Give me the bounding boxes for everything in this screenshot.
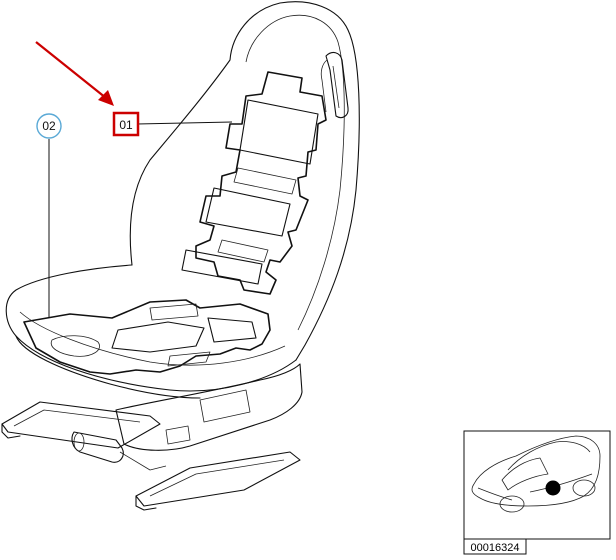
callout-02-label: 02 xyxy=(42,119,56,133)
heating-element-cushion xyxy=(23,299,271,375)
car-front-wheel xyxy=(499,495,525,513)
adjuster-detail xyxy=(320,59,328,113)
car-hood xyxy=(477,487,513,501)
arrow-shaft xyxy=(35,41,107,99)
backrest-strip-2 xyxy=(217,239,269,263)
reference-number: 00016324 xyxy=(463,538,527,555)
heating-element-backrest xyxy=(181,71,327,295)
callout-02[interactable]: 02 xyxy=(36,113,62,318)
rail-left-foot xyxy=(1,423,21,439)
pointer-arrow xyxy=(35,41,114,106)
base-panel xyxy=(199,389,251,423)
callout-02-circle xyxy=(36,113,62,139)
cushion-heater-outline xyxy=(23,299,271,375)
base-housing xyxy=(115,363,303,451)
seat-location-dot xyxy=(545,480,561,496)
backrest-heater-outline xyxy=(195,71,327,295)
motor-end xyxy=(73,432,85,452)
seat-motor xyxy=(71,431,124,463)
rail-right xyxy=(135,451,301,507)
cushion-pad-center xyxy=(111,321,205,353)
seat-base xyxy=(1,363,303,511)
backrest-pad-upper xyxy=(239,99,319,165)
cushion-front xyxy=(15,335,201,399)
inset-frame xyxy=(463,430,611,540)
backrest-pad-mid xyxy=(205,187,291,237)
reference-frame xyxy=(463,538,527,555)
cushion-strip-2 xyxy=(167,351,211,367)
car-location-icon xyxy=(471,435,601,513)
backrest-pad-lower xyxy=(181,249,263,285)
cushion-outline xyxy=(5,264,297,392)
cushion-strip xyxy=(149,303,199,321)
callout-01[interactable]: 01 xyxy=(112,111,233,137)
cushion-inner-edge xyxy=(19,311,286,366)
rail-right-inner xyxy=(149,459,285,497)
backrest-outline xyxy=(129,1,360,361)
rail-right-foot xyxy=(135,495,157,511)
backrest-strip-1 xyxy=(233,167,297,195)
rail-connector xyxy=(119,451,167,471)
car-rear-wheel xyxy=(572,479,596,497)
reference-number-text: 00016324 xyxy=(471,542,520,554)
seat-illustration xyxy=(1,1,360,511)
car-side-line xyxy=(529,473,593,493)
car-windshield xyxy=(501,457,549,491)
backrest-adjuster xyxy=(325,51,349,119)
callout-01-label: 01 xyxy=(119,118,133,132)
base-switch xyxy=(165,425,191,445)
car-roof xyxy=(507,441,591,471)
adjuster-slot xyxy=(332,65,340,109)
callout-01-highlight-box xyxy=(112,111,140,137)
car-body xyxy=(471,435,601,507)
rail-left-inner xyxy=(13,409,141,427)
arrowhead-icon xyxy=(98,90,114,106)
car-location-inset xyxy=(463,430,611,540)
callout-01-leader xyxy=(136,121,233,125)
rail-left xyxy=(1,401,161,449)
cushion-pad-right xyxy=(207,317,257,343)
cushion-pad-left xyxy=(50,335,100,357)
